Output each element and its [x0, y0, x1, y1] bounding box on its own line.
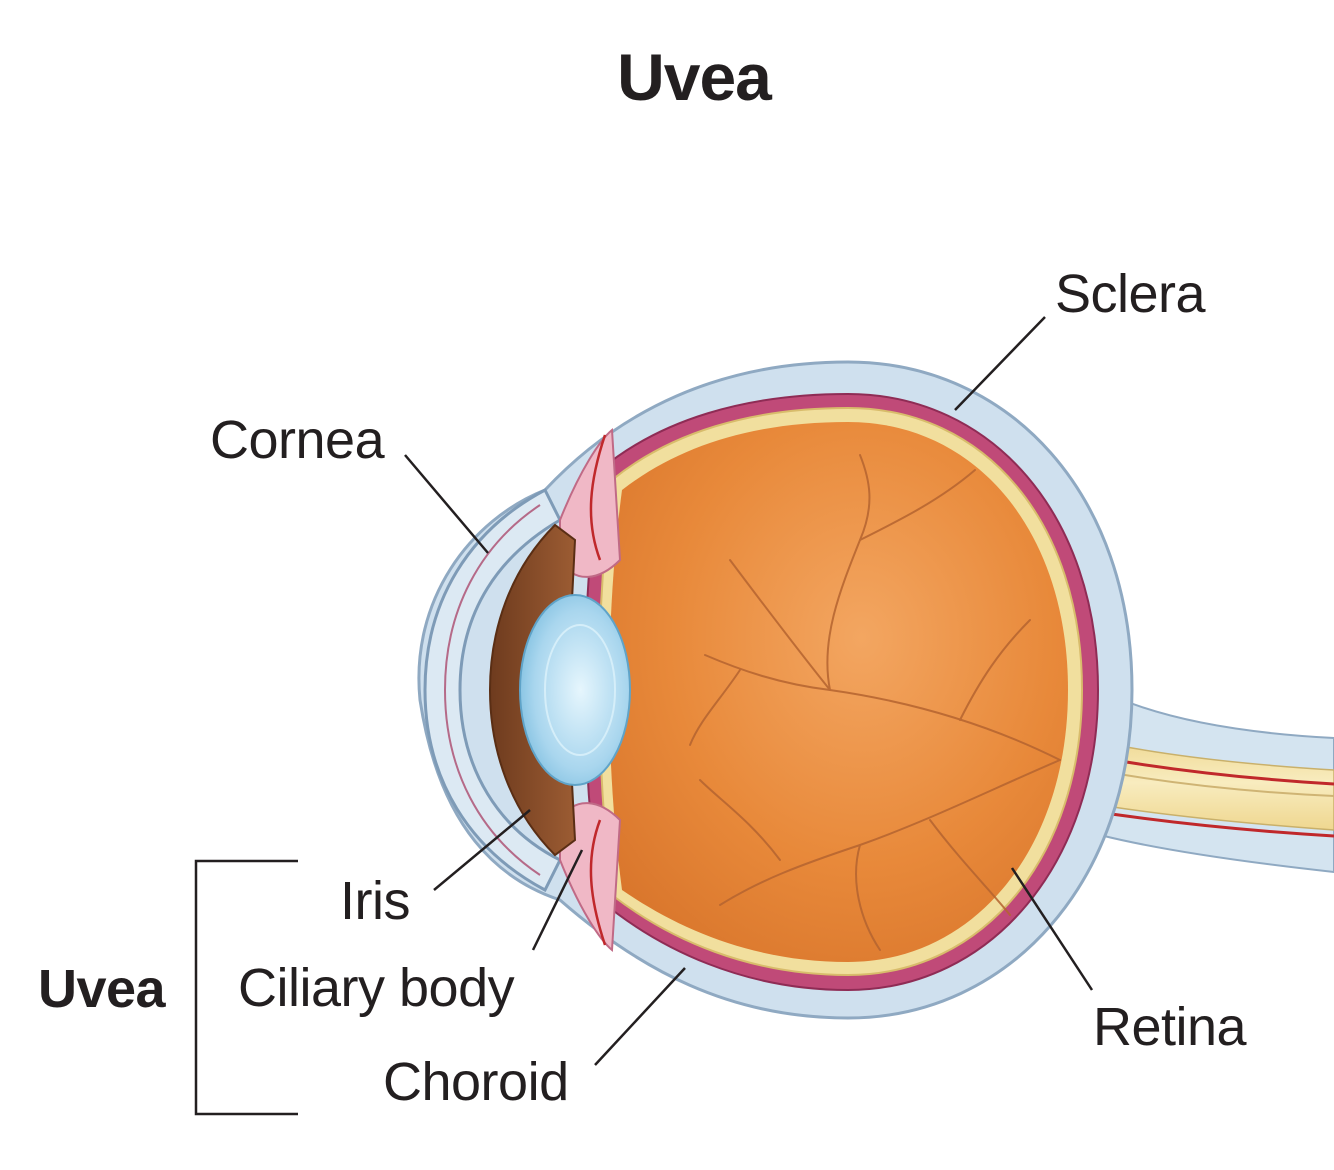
- sclera-label: Sclera: [1055, 264, 1206, 324]
- choroid-leader: [594, 967, 686, 1066]
- choroid-label: Choroid: [383, 1052, 569, 1112]
- retina-leader: [1010, 867, 1094, 991]
- retina-label: Retina: [1093, 997, 1247, 1057]
- cornea-leader: [404, 454, 489, 554]
- uvea-group-label: Uvea: [38, 959, 166, 1019]
- lens: [519, 594, 631, 786]
- ciliary-body-leader: [531, 849, 584, 951]
- cornea-label: Cornea: [210, 410, 385, 470]
- iris-leader: [433, 809, 531, 891]
- ciliary-body-label: Ciliary body: [238, 958, 515, 1018]
- leader-lines: [404, 316, 1094, 1066]
- retinal-vessels: [689, 454, 1061, 951]
- optic-nerve: [1069, 688, 1334, 874]
- iris-label: Iris: [340, 871, 410, 931]
- diagram-title: Uvea: [617, 40, 772, 114]
- cornea-layer: [423, 487, 563, 893]
- uvea-bracket: [194, 859, 298, 1116]
- sclera-leader: [954, 316, 1046, 411]
